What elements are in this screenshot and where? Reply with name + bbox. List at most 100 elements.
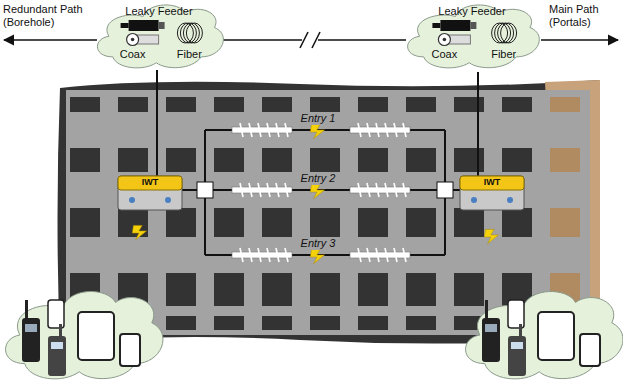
leaky-feeder-cable (285, 248, 288, 262)
device-bubble (6, 291, 163, 378)
coal-pillars (166, 316, 196, 330)
cloud-shape (408, 5, 540, 68)
cable-icons (186, 23, 202, 43)
leaky-feeder-cable (249, 248, 252, 262)
entry-label: Entry 2 (299, 172, 338, 185)
wireless-signal (484, 229, 498, 243)
coal-pillars (118, 97, 148, 112)
coal-pillars (262, 148, 292, 172)
coal-pillars (262, 273, 292, 306)
coal-pillars (214, 97, 244, 112)
cable-icons (443, 38, 447, 42)
coal-pillars (262, 208, 292, 237)
leaky-feeder-cable (358, 123, 361, 137)
cable-name: Coax (120, 48, 146, 61)
coal-pillars (70, 208, 100, 237)
device-logo: IWT (142, 177, 159, 188)
junction-boxes (437, 182, 453, 198)
coal-pillars (310, 97, 340, 112)
coal-pillars (406, 273, 436, 306)
coal-pillars (118, 148, 148, 172)
leaky-feeder-cable (394, 183, 397, 197)
coal-pillars (406, 208, 436, 237)
coal-pillars (166, 273, 196, 306)
leaky-feeder-cable (258, 248, 261, 262)
leaky-feeder-cable (367, 123, 370, 137)
coal-pillars (214, 273, 244, 306)
handheld-devices (538, 312, 574, 360)
leaky-feeder-cable (267, 183, 270, 197)
leaky-feeder-cable (376, 123, 379, 137)
leaky-feeder-cable (276, 248, 279, 262)
mine-entries (66, 90, 590, 335)
coal-pillars (262, 316, 292, 330)
coal-pillars (358, 97, 388, 112)
leaky-feeder-cable (376, 248, 379, 262)
coal-pillars (406, 148, 436, 172)
leaky-feeder-cable (276, 123, 279, 137)
handheld-devices (22, 300, 600, 376)
leaky-feeder-cable (240, 183, 243, 197)
access-point (118, 176, 182, 190)
handheld-devices (580, 334, 600, 366)
leaky-feeder-cable (403, 248, 406, 262)
cable-icons (438, 34, 450, 46)
leaky-feeder-cable (385, 123, 388, 137)
handheld-devices (22, 318, 40, 362)
leaky-feeder-cable (267, 248, 270, 262)
coal-pillars (310, 148, 340, 172)
cable-icons (501, 23, 517, 43)
coal-pillars (406, 97, 436, 112)
coal-pillars (166, 97, 196, 112)
leaky-feeder-cable (385, 248, 388, 262)
coal-pillars (310, 273, 340, 306)
coal-pillars (502, 148, 532, 172)
cable-icons (159, 22, 165, 29)
coal-pillars (262, 97, 292, 112)
cloud-title: Leaky Feeder (125, 5, 192, 18)
device-bubble (6, 291, 623, 378)
coal-pillars (358, 273, 388, 306)
leaky-feeder-cable (240, 248, 243, 262)
cable-icons (127, 34, 139, 46)
handheld-devices (519, 324, 522, 336)
leaky-feeder-cable (394, 248, 397, 262)
cable-cloud: Leaky FeederCoax Fiber (93, 1, 225, 73)
coal-pillars (550, 208, 580, 237)
leaky-feeder-cable (394, 123, 397, 137)
access-point (471, 197, 477, 203)
cable-icons (432, 23, 440, 28)
coal-pillars (70, 97, 580, 330)
access-point (460, 176, 524, 210)
entry-label: Entry 3 (299, 237, 338, 250)
handheld-devices (485, 324, 497, 332)
leaky-feeder-cable (267, 123, 270, 137)
coal-pillars (70, 148, 100, 172)
leaky-feeder-cable (285, 183, 288, 197)
coal-pillars (406, 316, 436, 330)
leaky-feeder-cable (276, 183, 279, 197)
coal-pillars (454, 97, 484, 112)
line-break-mark (312, 32, 320, 48)
handheld-devices (485, 300, 488, 318)
cable-icons (129, 20, 159, 31)
coal-pillars (454, 208, 484, 237)
access-point (507, 197, 513, 203)
handheld-devices (48, 300, 64, 328)
handheld-devices (511, 342, 523, 349)
coal-pillars (358, 148, 388, 172)
access-point (460, 176, 524, 190)
coal-pillars (358, 208, 388, 237)
cable-loop (156, 70, 158, 176)
cable-name: Fiber (177, 48, 202, 61)
wireless-signal (310, 124, 324, 138)
entry-label: Entry 1 (299, 112, 338, 125)
leaky-feeder-cable (358, 248, 361, 262)
coal-pillars (166, 208, 196, 237)
handheld-devices (48, 336, 66, 376)
cable-name: Fiber (491, 48, 516, 61)
junction-boxes (197, 182, 213, 198)
